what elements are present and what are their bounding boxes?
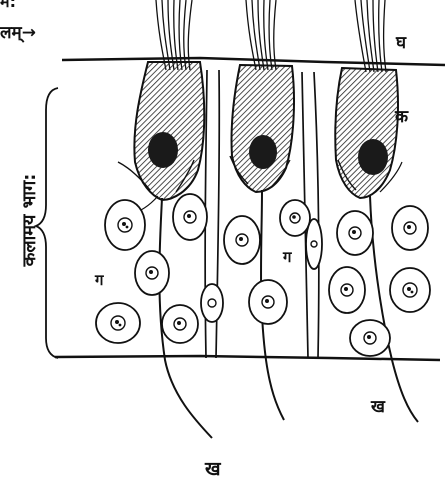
label-gha: घ [396,30,406,53]
label-kha-bottom: ख [205,455,221,481]
label-lam: लम्→ [0,20,36,43]
label-ga-mid: ग [283,247,291,267]
label-ka: क [395,104,408,127]
bottom-boundary-line [55,356,440,360]
label-top-cut: र्म: [0,0,16,12]
receptor-cell-1 [118,62,212,438]
label-ga-left: ग [95,270,103,290]
label-kha-right: ख [371,394,385,417]
label-vertical-region: कलामय भाग: [17,145,41,295]
